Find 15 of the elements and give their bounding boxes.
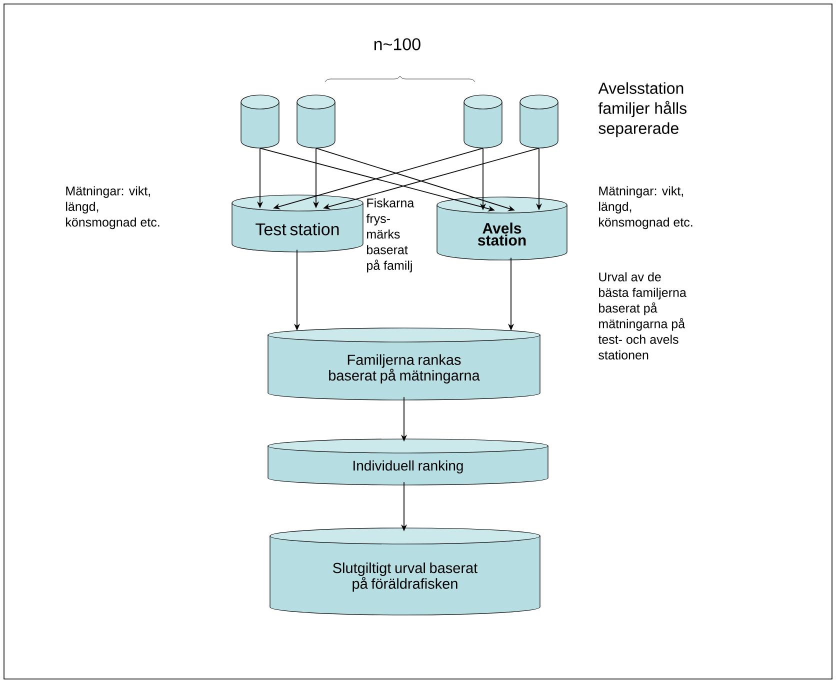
note-text: Mätningar: vikt, längd, könsmognad etc. — [599, 186, 692, 230]
family-tank — [520, 94, 558, 148]
process-cylinder: Slutgiltigt urval baserat på föräldrafisken — [270, 528, 540, 616]
note-text: Mätningar: vikt, längd, könsmognad etc. — [66, 186, 160, 230]
process-cylinder: Familjerna rankas baserat på mätningarna — [268, 328, 540, 400]
process-cylinder: Test station — [232, 194, 364, 252]
note-text: Fiskarna frys- märks baserat på familj — [366, 198, 414, 272]
note-text: Urval av de bästa familjerna baserat på mätningarna på test- och avels stationen — [598, 272, 686, 360]
family-tank — [240, 94, 280, 148]
count-label: n~100 — [374, 38, 420, 50]
process-cylinder: Avels station — [436, 196, 568, 260]
process-cylinder: Individuell ranking — [268, 438, 548, 486]
note-text: Avelsstation familjer hålls separerade — [598, 82, 686, 138]
family-tank — [296, 94, 336, 148]
family-tank — [464, 94, 502, 148]
